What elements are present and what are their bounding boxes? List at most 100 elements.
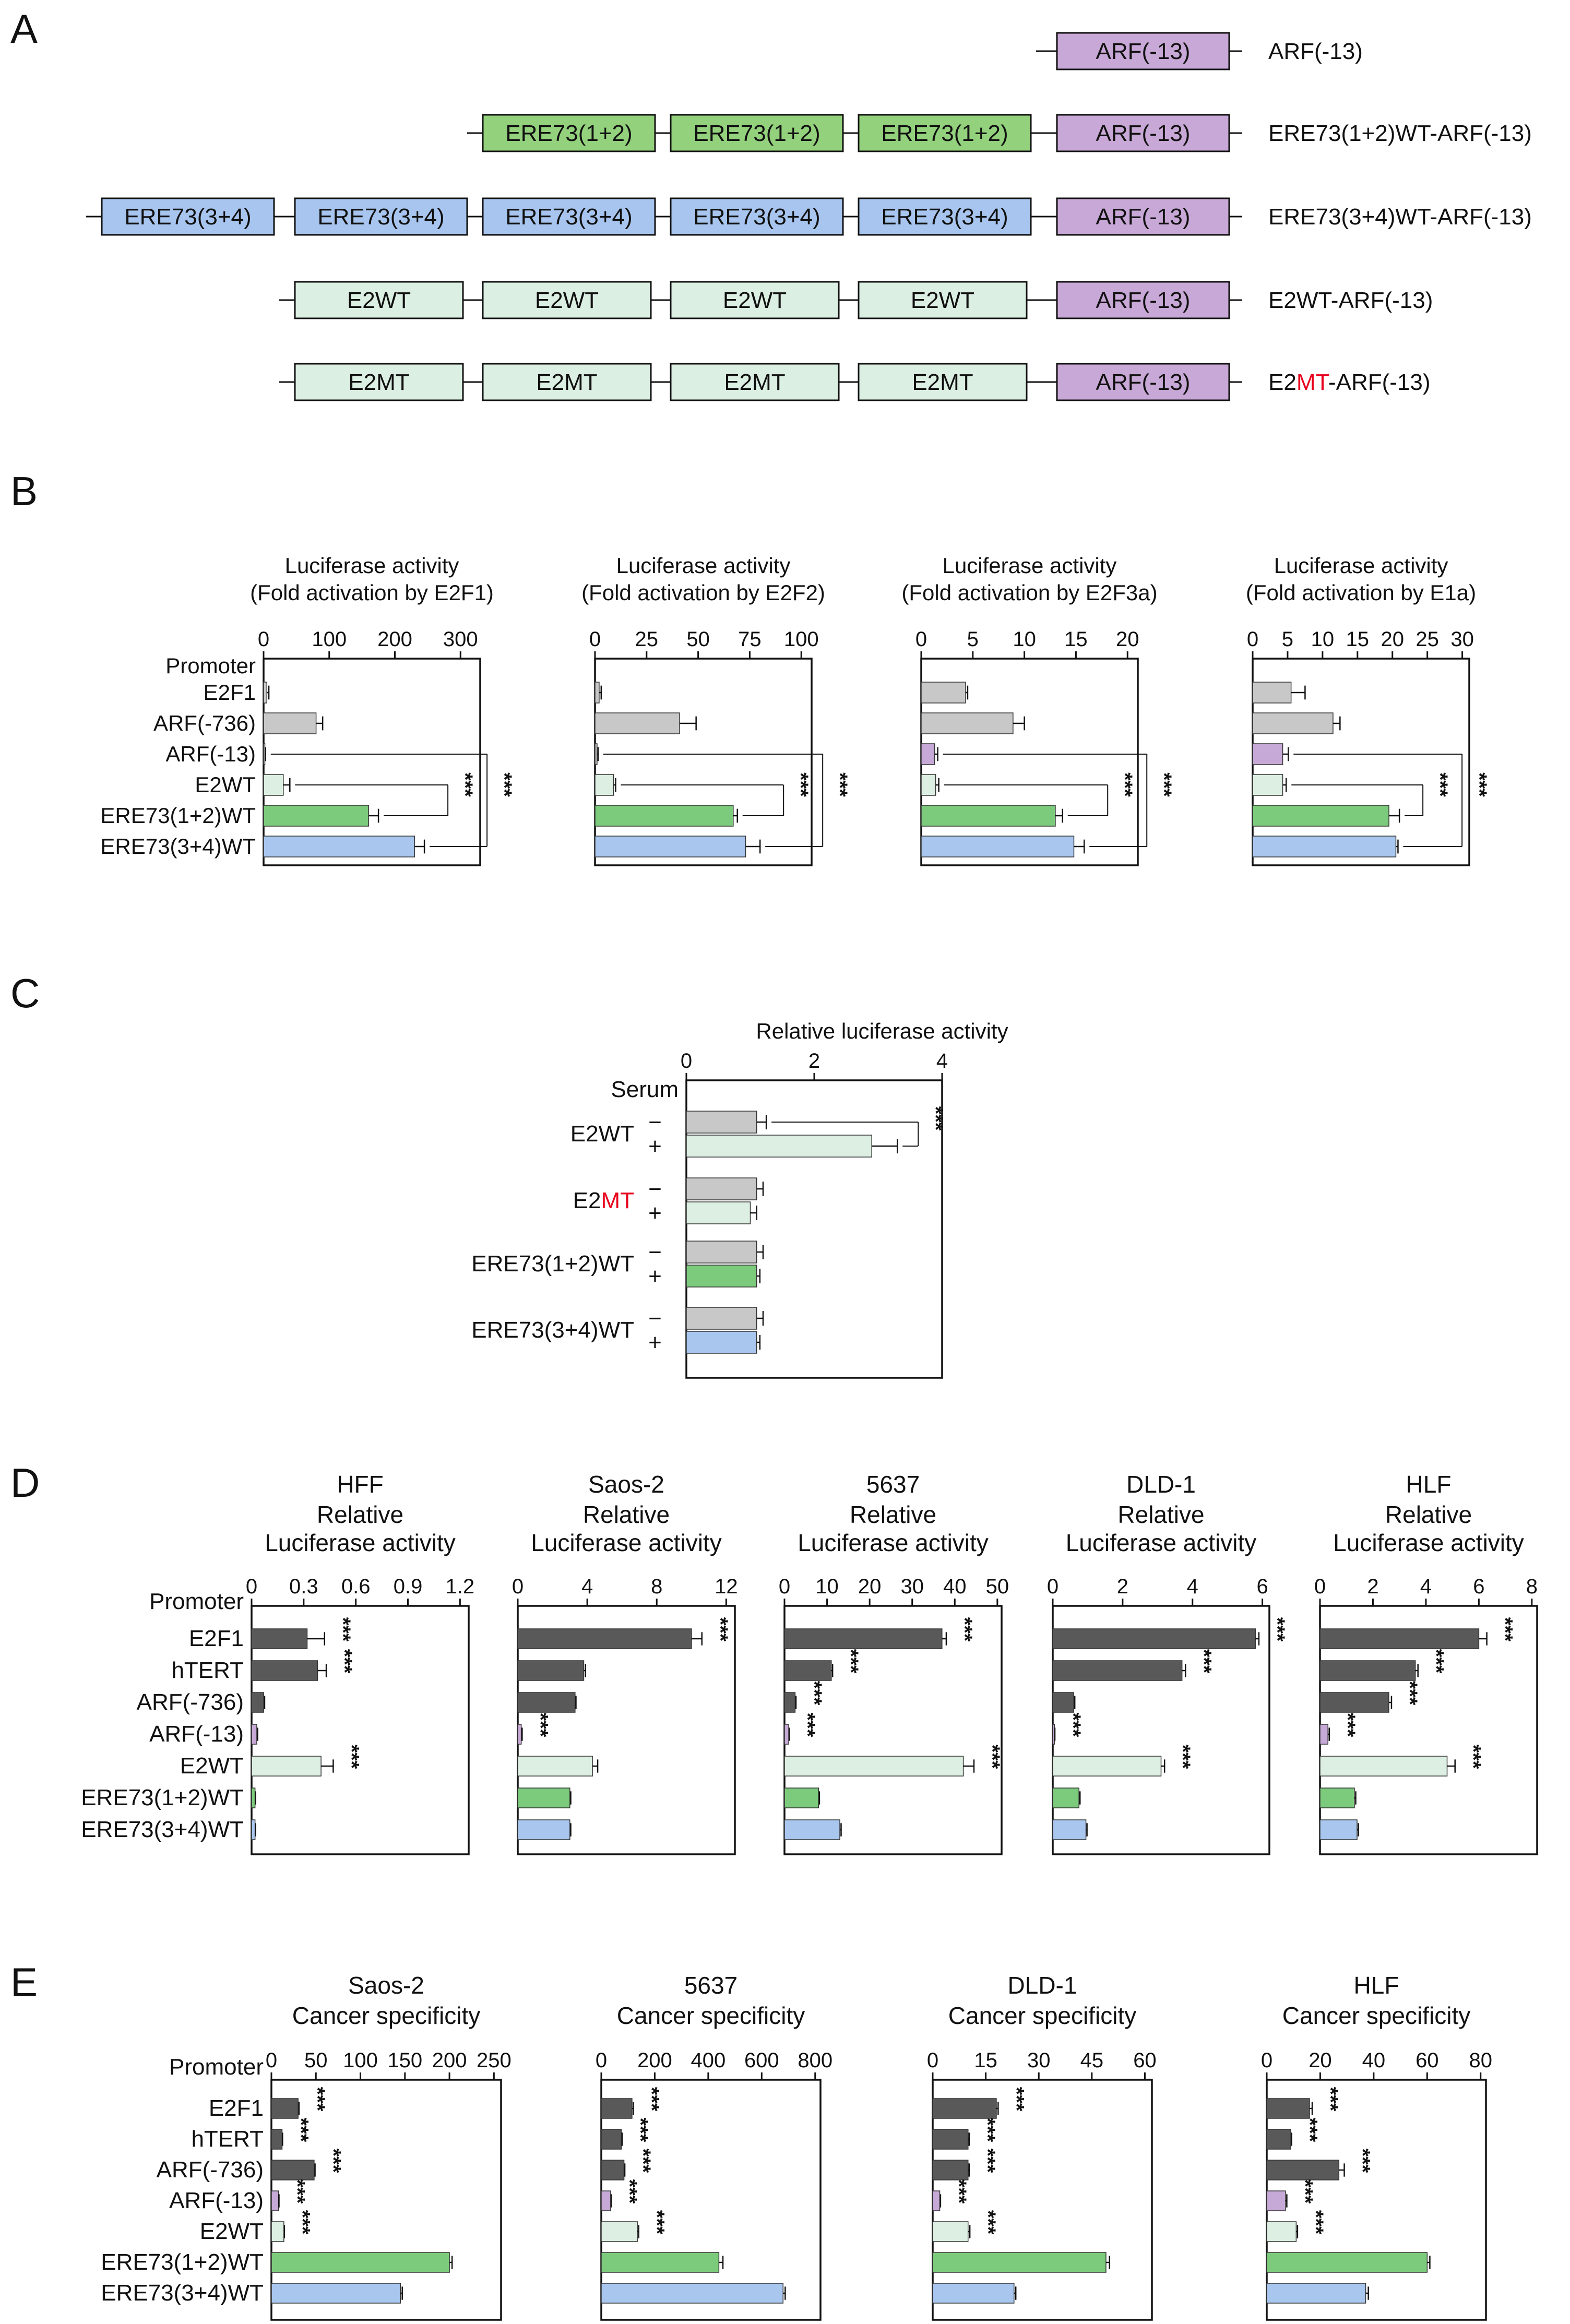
significance-13-3: ***	[1293, 2179, 1316, 2204]
category-label-5-4: E2WT	[180, 1753, 244, 1779]
bar-10-0	[271, 2098, 299, 2119]
construct-name-0: ARF(-13)	[1268, 39, 1363, 64]
bar-5-4	[251, 1756, 322, 1777]
category-header-0: Promoter	[165, 653, 256, 678]
x-tick-label-2-4: 20	[1116, 628, 1139, 651]
bar-1-0	[594, 682, 600, 704]
significance-7-2: ***	[803, 1681, 826, 1706]
significance-7-4: ***	[981, 1745, 1004, 1769]
x-tick-label-2-1: 5	[967, 628, 979, 651]
bar-5-3	[251, 1724, 257, 1745]
significance-12-3: ***	[947, 2179, 970, 2204]
x-tick-label-7-3: 30	[900, 1575, 924, 1598]
bar-6-4	[517, 1756, 593, 1777]
bar-8-4	[1052, 1756, 1162, 1777]
construct-unit-box-4-1	[482, 363, 652, 401]
bar-4-1-0	[686, 1177, 757, 1200]
construct-unit-label-1-0: ERE73(1+2)	[505, 121, 632, 146]
bar-4-0-1	[686, 1135, 872, 1158]
chart-subtitle1-5: Relative	[317, 1501, 403, 1528]
x-tick-label-13-0: 0	[1261, 2049, 1272, 2072]
x-tick-label-5-3: 0.9	[394, 1575, 423, 1598]
construct-name-4: E2MT-ARF(-13)	[1268, 370, 1431, 395]
significance-11-4: ***	[646, 2210, 669, 2235]
construct-unit-label-3-2: E2WT	[723, 288, 787, 313]
bar-1-5	[594, 836, 746, 857]
arf-box-3	[1056, 281, 1230, 319]
bar-1-4	[594, 805, 734, 827]
significance-8-3: ***	[1062, 1713, 1085, 1737]
category-header-10: Promoter	[169, 2054, 264, 2080]
arf-box-label-1: ARF(-13)	[1096, 121, 1191, 146]
x-tick-label-1-0: 0	[589, 628, 601, 651]
construct-unit-label-1-1: ERE73(1+2)	[693, 121, 820, 146]
chart-title-3: Luciferase activity	[1274, 553, 1448, 578]
bar-8-1	[1052, 1660, 1183, 1681]
category-label-10-5: ERE73(1+2)WT	[101, 2249, 264, 2275]
significance-6-3: ***	[529, 1713, 552, 1737]
category-label-5-0: E2F1	[189, 1626, 244, 1651]
chart-subtitle1-8: Relative	[1117, 1501, 1204, 1528]
bar-11-4	[601, 2221, 638, 2242]
significance-7-3: ***	[796, 1713, 819, 1737]
bar-12-3	[932, 2190, 941, 2211]
panel-label-B: B	[10, 468, 38, 514]
bar-5-1	[251, 1660, 318, 1681]
category-label-0-4: ERE73(1+2)WT	[100, 803, 256, 828]
x-tick-label-9-2: 4	[1420, 1575, 1432, 1598]
x-tick-label-6-0: 0	[512, 1575, 524, 1598]
chart-title-7: 5637	[866, 1471, 920, 1498]
bar-2-2	[921, 743, 935, 765]
category-label-0-2: ARF(-13)	[165, 742, 256, 766]
serum-label-4-0-1: +	[648, 1134, 662, 1159]
significance-9-3: ***	[1336, 1713, 1359, 1737]
bar-7-3	[784, 1724, 789, 1745]
significance-11-0: ***	[640, 2087, 663, 2112]
chart-subtitle2-9: Luciferase activity	[1333, 1529, 1524, 1556]
bar-8-2	[1052, 1692, 1074, 1713]
category-label-10-4: E2WT	[200, 2219, 264, 2244]
x-tick-label-5-0: 0	[246, 1575, 257, 1598]
chart-subtitle-0: (Fold activation by E2F1)	[250, 580, 494, 605]
x-tick-label-3-0: 0	[1247, 628, 1258, 651]
serum-label-4-2-1: +	[648, 1264, 662, 1289]
x-tick-label-9-1: 2	[1367, 1575, 1378, 1598]
chart-title-6: Saos-2	[588, 1471, 664, 1498]
construct-unit-box-4-0	[294, 363, 464, 401]
x-tick-label-9-0: 0	[1314, 1575, 1326, 1598]
bar-2-0	[921, 682, 966, 704]
x-tick-label-0-3: 300	[443, 628, 478, 651]
significance-13-4: ***	[1304, 2210, 1327, 2235]
bar-5-5	[251, 1787, 256, 1808]
bar-9-2	[1319, 1692, 1389, 1713]
construct-unit-label-2-3: ERE73(3+4)	[693, 204, 820, 230]
significance-5-0: ***	[331, 1617, 354, 1642]
construct-unit-box-3-3	[858, 281, 1028, 319]
bracket-label-2-0: ***	[1113, 772, 1136, 797]
x-tick-label-11-3: 600	[744, 2049, 779, 2072]
bar-0-4	[263, 805, 369, 827]
bar-0-3	[263, 774, 284, 796]
construct-name-4-part-2: -ARF(-13)	[1328, 370, 1431, 395]
bar-4-1-1	[686, 1201, 751, 1224]
bar-9-0	[1319, 1628, 1480, 1649]
bar-10-2	[271, 2160, 315, 2180]
construct-name-3: E2WT-ARF(-13)	[1268, 288, 1433, 313]
bar-9-4	[1319, 1756, 1448, 1777]
x-tick-label-3-1: 5	[1282, 628, 1293, 651]
chart-title-5: HFF	[337, 1471, 383, 1498]
bar-6-5	[517, 1787, 570, 1808]
x-tick-label-7-1: 10	[815, 1575, 839, 1598]
serum-label-4-2-0: −	[648, 1240, 662, 1265]
x-tick-label-3-2: 10	[1311, 628, 1335, 651]
bar-13-4	[1266, 2221, 1297, 2242]
significance-12-1: ***	[976, 2118, 999, 2142]
bar-13-1	[1266, 2129, 1291, 2150]
bracket-label-1-1: ***	[828, 772, 851, 797]
bar-8-5	[1052, 1787, 1079, 1808]
significance-13-1: ***	[1299, 2118, 1322, 2142]
chart-title-0: Luciferase activity	[285, 553, 459, 578]
chart-subtitle1-12: Cancer specificity	[948, 2002, 1136, 2029]
group-label-4-1-part-0: E2	[573, 1188, 601, 1213]
